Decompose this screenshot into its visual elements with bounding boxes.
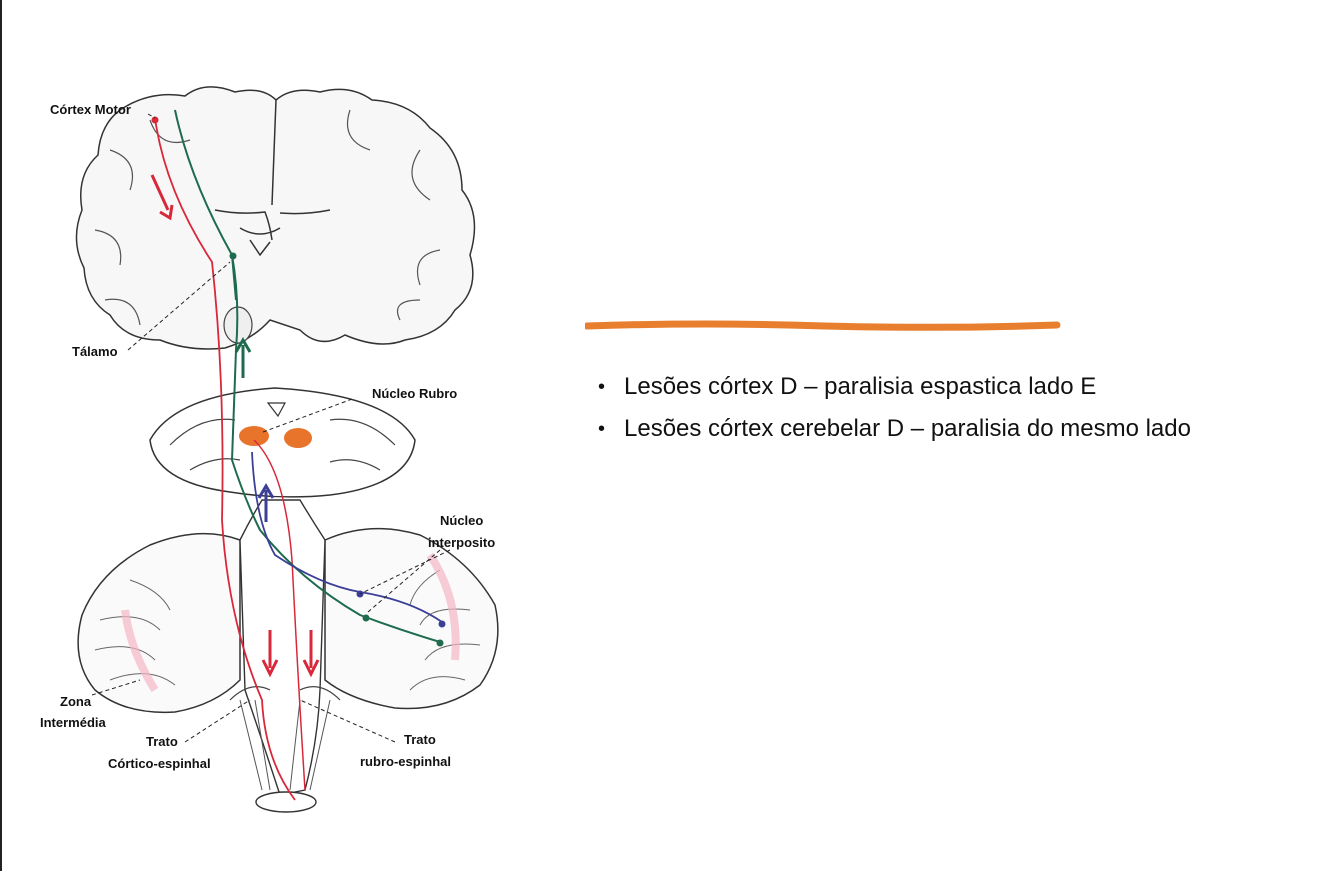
dentate-neuron — [362, 614, 370, 622]
label-talamo: Tálamo — [72, 344, 118, 359]
cerebellar-neuron-2 — [436, 639, 444, 647]
brain-gyri — [94, 109, 441, 326]
spinal-cord-section — [255, 791, 317, 813]
blue-arrow-up-icon — [257, 483, 275, 522]
zona-intermedia-left — [121, 609, 159, 693]
midbrain-section — [149, 387, 416, 498]
thalamus-neuron — [229, 252, 237, 260]
red-nucleus-right — [284, 428, 312, 448]
bullet-item: • Lesões córtex D – paralisia espastica l… — [596, 366, 1191, 408]
bullet-text: Lesões córtex D – paralisia espastica la… — [624, 373, 1097, 400]
interposito-path — [251, 451, 443, 623]
bullet-text: Lesões córtex cerebelar D – paralisia do… — [624, 415, 1191, 442]
zona-intermedia-right — [426, 552, 460, 661]
midbrain-peduncles — [169, 418, 396, 471]
label-trato-rubro-1: Trato — [404, 732, 436, 747]
bullet-dot-icon: • — [598, 376, 606, 398]
aqueduct — [266, 402, 287, 418]
slide-left-border — [0, 0, 2, 871]
red-nucleus-left — [239, 426, 269, 446]
red-arrow-down-left-icon — [261, 630, 279, 678]
corticospinal-tract — [154, 117, 296, 801]
green-arrow-up-icon — [234, 337, 252, 378]
label-nucleo-interposito-2: interposito — [428, 535, 495, 550]
label-trato-cortico-2: Córtico-espinhal — [108, 756, 211, 771]
brain-midline — [271, 99, 277, 206]
motor-pathways-diagram: Córtex Motor Tálamo Núcleo Rubro Núcleo … — [40, 86, 499, 813]
label-zona-1: Zona — [60, 694, 92, 709]
label-trato-rubro-2: rubro-espinhal — [360, 754, 451, 769]
brain-outline — [75, 86, 476, 350]
label-trato-cortico-1: Trato — [146, 734, 178, 749]
bullet-dot-icon: • — [598, 418, 606, 440]
thalamic-branch — [231, 254, 237, 301]
label-cortex-motor: Córtex Motor — [50, 102, 131, 117]
bullet-item: • Lesões córtex cerebelar D – paralisia d… — [596, 408, 1191, 450]
rubrospinal-tract — [253, 439, 306, 791]
brainstem — [239, 499, 326, 796]
leader-lines — [91, 113, 451, 743]
label-zona-2: Intermédia — [40, 715, 107, 730]
cortex-neuron — [151, 116, 159, 124]
ventricles — [214, 209, 331, 257]
cerebellum-left — [77, 532, 241, 714]
red-arrow-down-right-icon — [302, 630, 320, 678]
cerebellum-right — [324, 527, 499, 710]
cerebellar-output-path — [174, 109, 441, 643]
label-nucleo-rubro: Núcleo Rubro — [372, 386, 457, 401]
red-arrow-icon — [150, 174, 174, 221]
cerebellar-neuron — [438, 620, 446, 628]
label-nucleo-interposito-1: Núcleo — [440, 513, 483, 528]
spinal-cord-lines — [239, 699, 331, 791]
orange-divider — [585, 320, 1061, 331]
bullet-list: • Lesões córtex D – paralisia espastica l… — [596, 366, 1191, 450]
medulla-ridges — [229, 686, 341, 701]
